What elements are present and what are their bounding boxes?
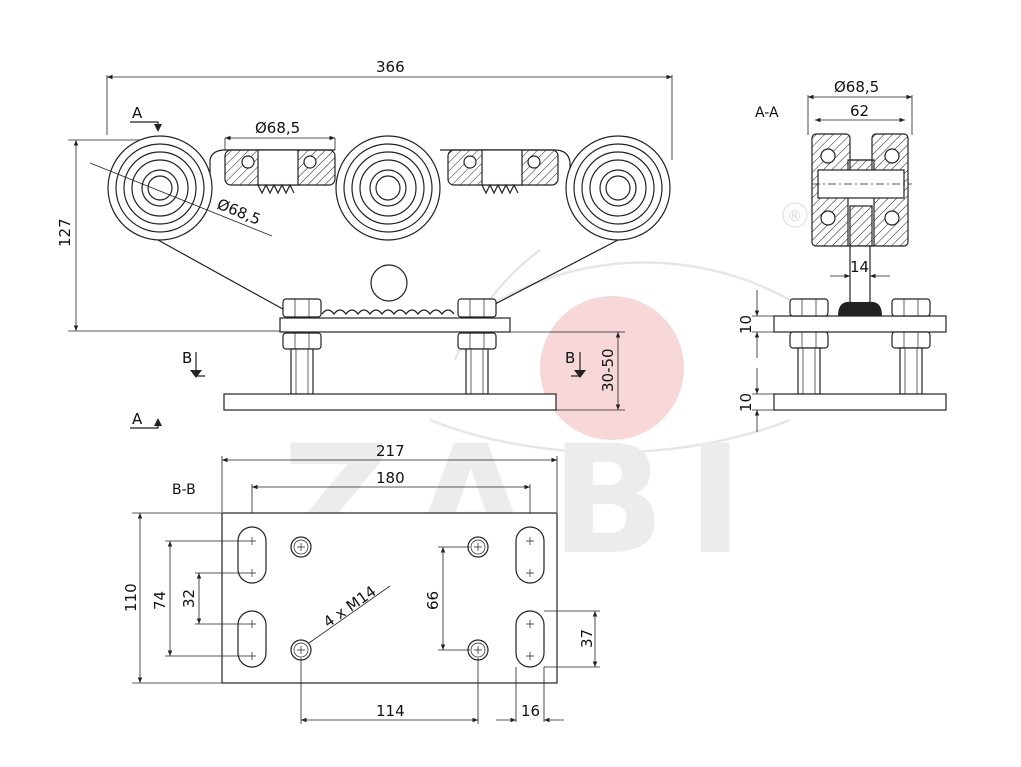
section-aa-view: A-A Ø68,5 62 14 <box>737 78 947 432</box>
front-view: 366 127 <box>56 58 673 429</box>
aa-dim-width: 62 <box>850 102 869 120</box>
watermark-registered-mark: ® <box>787 207 802 225</box>
bb-dim-thread-vert: 66 <box>424 591 442 610</box>
aa-dim-plate-top: 10 <box>737 315 755 334</box>
section-mark-b-right: B <box>565 349 575 367</box>
aa-dim-plate-bottom: 10 <box>737 393 755 412</box>
dim-wheel-dia-side: Ø68,5 <box>215 195 264 229</box>
section-mark-a-top: A <box>132 104 143 122</box>
section-bb-title: B-B <box>172 482 196 498</box>
bb-dim-hole-span: 180 <box>376 469 405 487</box>
dim-wheel-dia-top: Ø68,5 <box>255 119 300 137</box>
section-bb-view: B-B 217 180 <box>122 442 600 724</box>
wheel-right <box>565 135 671 241</box>
bb-dim-height: 110 <box>122 583 140 612</box>
aa-dim-dia: Ø68,5 <box>834 78 879 96</box>
section-mark-b-left: B <box>182 349 192 367</box>
bb-dim-slot-outer: 74 <box>151 591 169 610</box>
wheel-middle <box>335 135 441 241</box>
bb-dim-slot-w: 16 <box>521 702 540 720</box>
section-aa-title: A-A <box>755 105 779 121</box>
dim-adjust: 30-50 <box>599 348 617 392</box>
wheel-left <box>107 135 213 241</box>
aa-dim-stem: 14 <box>850 258 869 276</box>
dim-length: 366 <box>376 58 405 76</box>
bb-dim-width: 217 <box>376 442 405 460</box>
section-mark-a-bottom: A <box>132 410 143 428</box>
dim-height: 127 <box>56 218 74 247</box>
bb-dim-thread-horiz: 114 <box>376 702 405 720</box>
bb-dim-slot-len: 37 <box>578 629 596 648</box>
bb-dim-slot-inner: 32 <box>180 589 198 608</box>
